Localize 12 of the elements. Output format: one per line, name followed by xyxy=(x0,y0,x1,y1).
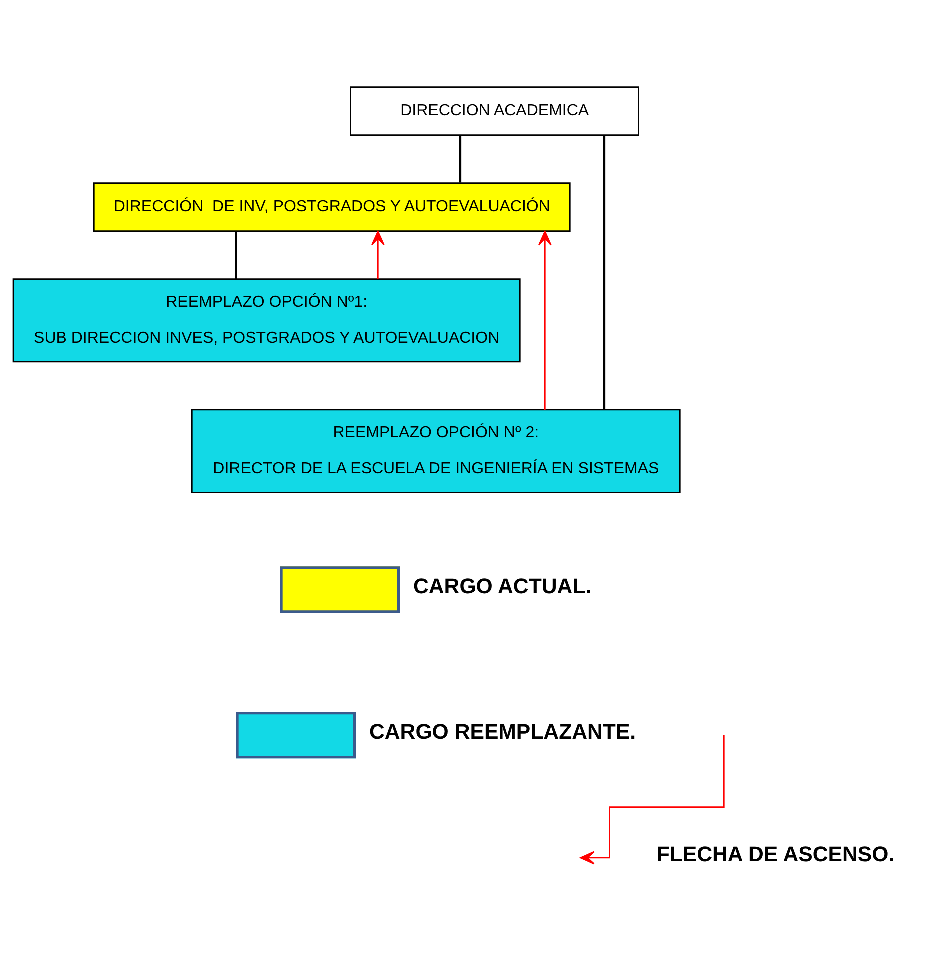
connector xyxy=(459,135,462,182)
legend-label: CARGO REEMPLAZANTE. xyxy=(370,720,636,744)
node-box: REEMPLAZO OPCIÓN Nº 2: DIRECTOR DE LA ESCUELA DE INGENIERÍA EN SISTEMAS xyxy=(192,408,681,493)
node-box: REEMPLAZO OPCIÓN Nº1: SUB DIRECCION INVES, POSTGRADOS Y AUTOEVALUACION xyxy=(12,278,521,362)
node-box: DIRECCION ACADEMICA xyxy=(350,86,640,136)
connector xyxy=(235,230,238,279)
legend-label: FLECHA DE ASCENSO. xyxy=(656,842,895,866)
arrow xyxy=(372,230,385,279)
node-box: DIRECCIÓN DE INV, POSTGRADOS Y AUTOEVALUACIÓN xyxy=(94,182,571,232)
arrow xyxy=(538,230,552,410)
legend-label: CARGO ACTUAL. xyxy=(414,574,592,598)
connector xyxy=(603,135,606,410)
